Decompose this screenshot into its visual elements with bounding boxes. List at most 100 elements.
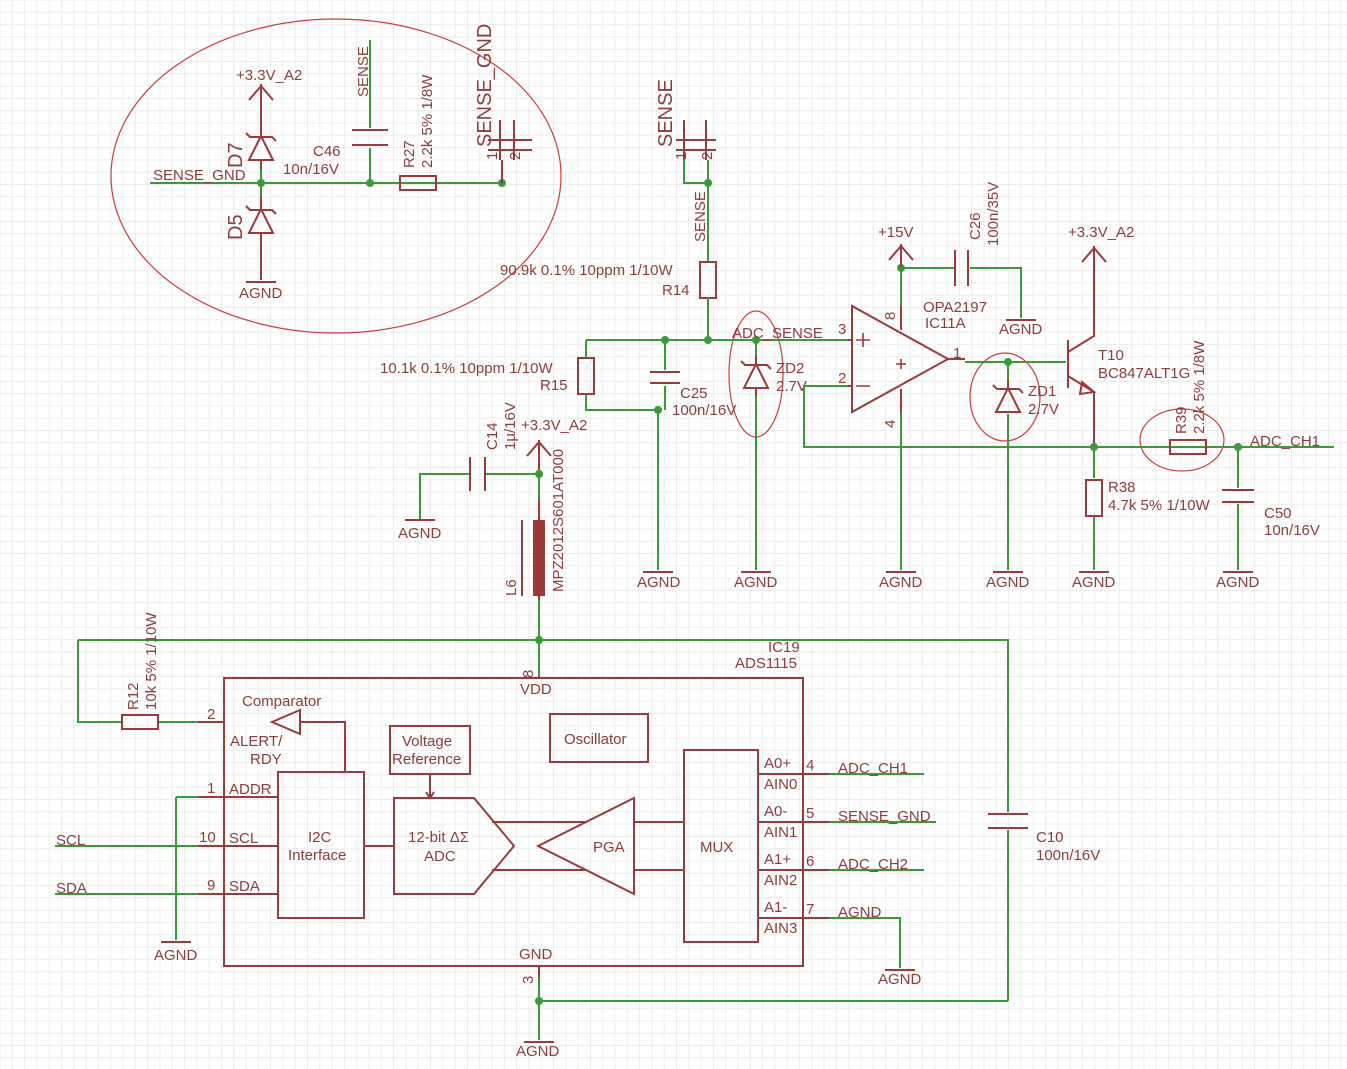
block-i2c-line1: I2C [308, 829, 332, 846]
comparator-buffer [269, 708, 346, 772]
l6-value: MPZ2012S601AT000 [550, 449, 567, 592]
ic11-pin-2: 2 [838, 370, 846, 387]
r15-name: R15 [540, 377, 568, 394]
agnd-label: AGND [154, 947, 198, 964]
ic19-pin-5-num: 5 [806, 805, 814, 822]
supply-arrow-15v [888, 244, 914, 268]
net-label-sense-gnd-left: SENSE_GND [153, 167, 246, 184]
l6-name: L6 [503, 579, 520, 596]
d5-name: D5 [225, 214, 247, 240]
net-label-adc-sense: ADC_SENSE [732, 325, 823, 342]
supply-arrow-33v [1081, 246, 1107, 270]
ads1115-group: IC19 ADS1115 VDD GND 8 3 Comparator Volt… [55, 639, 1008, 1060]
input-protection-group: SENSE_GND +3.3V_A2 D7 AGND D5 SENSE C46 … [150, 24, 532, 302]
r39-value: 2.2k 5% 1/8W [1191, 340, 1208, 434]
opamp-group: OPA2197 IC11A 3 2 1 8 4 +15V C26 100n/35… [803, 182, 1334, 591]
c25-capacitor [650, 371, 680, 384]
agnd-label: AGND [999, 321, 1043, 338]
r12-name: R12 [125, 682, 142, 710]
connector-pin-2: 2 [699, 152, 716, 160]
l6-ferrite-body [533, 520, 545, 596]
ic19-pin-ain0: AIN0 [764, 776, 797, 793]
block-i2c-line2: Interface [288, 847, 346, 864]
ic19-pin-ain3: AIN3 [764, 920, 797, 937]
transistor-group: +3.3V_A2 T10 BC847ALT1G R38 4.7k 5% 1/10… [1067, 224, 1320, 591]
junction-dot [704, 179, 712, 187]
d5-zener-diode [245, 196, 277, 280]
r14-value: 90.9k 0.1% 10ppm 1/10W [500, 262, 673, 279]
ic19-pin-6-num: 6 [806, 853, 814, 870]
ic19-name: IC19 [768, 639, 800, 656]
ic11-opamp-triangle [851, 304, 951, 414]
adc-supply-group: +3.3V_A2 C14 1µ/16V AGND L6 MPZ2012S601A… [77, 402, 1100, 1001]
highlight-input-protection [110, 18, 562, 334]
c26-value: 100n/35V [985, 182, 1002, 246]
ic11-pin-8: 8 [882, 312, 899, 320]
net-label-adc-ch1-output: ADC_CH1 [1250, 433, 1320, 450]
sense-divider-group: SENSE 1 2 SENSE 90.9k 0.1% 10ppm 1/10W R… [380, 79, 848, 591]
agnd-label: AGND [239, 285, 283, 302]
supply-label-33v-t10: +3.3V_A2 [1068, 224, 1134, 241]
r38-value: 4.7k 5% 1/10W [1108, 497, 1211, 514]
d7-zener-diode [245, 107, 277, 170]
net-label-scl: SCL [56, 832, 85, 849]
block-delta-sigma-adc [393, 797, 516, 895]
block-mux [683, 749, 759, 943]
supply-arrow-33v [248, 84, 274, 107]
agnd-label: AGND [516, 1043, 560, 1060]
c14-name: C14 [484, 422, 501, 450]
r27-name: R27 [401, 140, 418, 168]
agnd-label: AGND [986, 574, 1030, 591]
block-comparator: Comparator [242, 693, 321, 710]
r14-name: R14 [662, 282, 690, 299]
connector-pin-2: 2 [507, 152, 524, 160]
ic19-pin-addr-label: ADDR [229, 781, 272, 798]
net-label-adc-ch2: ADC_CH2 [838, 856, 908, 873]
net-label-agnd-pin7: AGND [838, 904, 882, 921]
ic19-pin-10-num: 10 [199, 829, 216, 846]
ic19-pin-sda-label: SDA [229, 878, 260, 895]
ic19-pin-a1p: A1+ [764, 851, 791, 868]
c25-value: 100n/16V [672, 402, 736, 419]
junction-dot [704, 336, 712, 344]
ic19-pin-gnd: 3 [520, 976, 537, 984]
ic19-pin-alert-label: ALERT/ [230, 733, 283, 750]
t10-name: T10 [1098, 347, 1124, 364]
junction-dot [654, 406, 662, 414]
ic19-pin-a0p: A0+ [764, 755, 791, 772]
net-label-sense-vertical: SENSE [692, 191, 709, 242]
ic19-pin-2-num: 2 [207, 706, 215, 723]
d7-name: D7 [225, 142, 247, 168]
r12-resistor [121, 714, 159, 730]
c10-capacitor [988, 813, 1028, 829]
ic11-pin-4: 4 [882, 420, 899, 428]
c14-value: 1µ/16V [502, 402, 519, 450]
ic19-pin-vdd: 8 [520, 670, 537, 678]
zd2-zener-diode [740, 356, 772, 396]
c10-value: 100n/16V [1036, 847, 1100, 864]
ic11-pin-1: 1 [953, 345, 961, 362]
zd1-zener-diode [992, 380, 1024, 413]
c26-name: C26 [967, 212, 984, 240]
block-adc-line2: ADC [424, 848, 456, 865]
net-label-adc-ch1: ADC_CH1 [838, 760, 908, 777]
connector-sense-gnd [488, 120, 532, 183]
ic19-pin-ain1: AIN1 [764, 824, 797, 841]
ic11-name: IC11A [925, 315, 966, 332]
r15-value: 10.1k 0.1% 10ppm 1/10W [380, 360, 553, 377]
ic19-pin-9-num: 9 [207, 877, 215, 894]
agnd-label: AGND [878, 971, 922, 988]
agnd-label: AGND [734, 574, 778, 591]
connector-pin-1: 1 [484, 152, 501, 160]
block-mux-label: MUX [700, 839, 733, 856]
zd1-value: 2.7V [1028, 401, 1059, 418]
r27-value: 2.2k 5% 1/8W [419, 74, 436, 168]
r38-name: R38 [1108, 479, 1136, 496]
block-vref-line2: Reference [392, 751, 461, 768]
zd1-name: ZD1 [1028, 383, 1056, 400]
net-label-sda: SDA [56, 880, 87, 897]
ic19-value: ADS1115 [735, 655, 797, 672]
supply-label-33v-adc: +3.3V_A2 [521, 417, 587, 434]
c25-name: C25 [680, 385, 708, 402]
highlight-zd1 [969, 352, 1041, 442]
